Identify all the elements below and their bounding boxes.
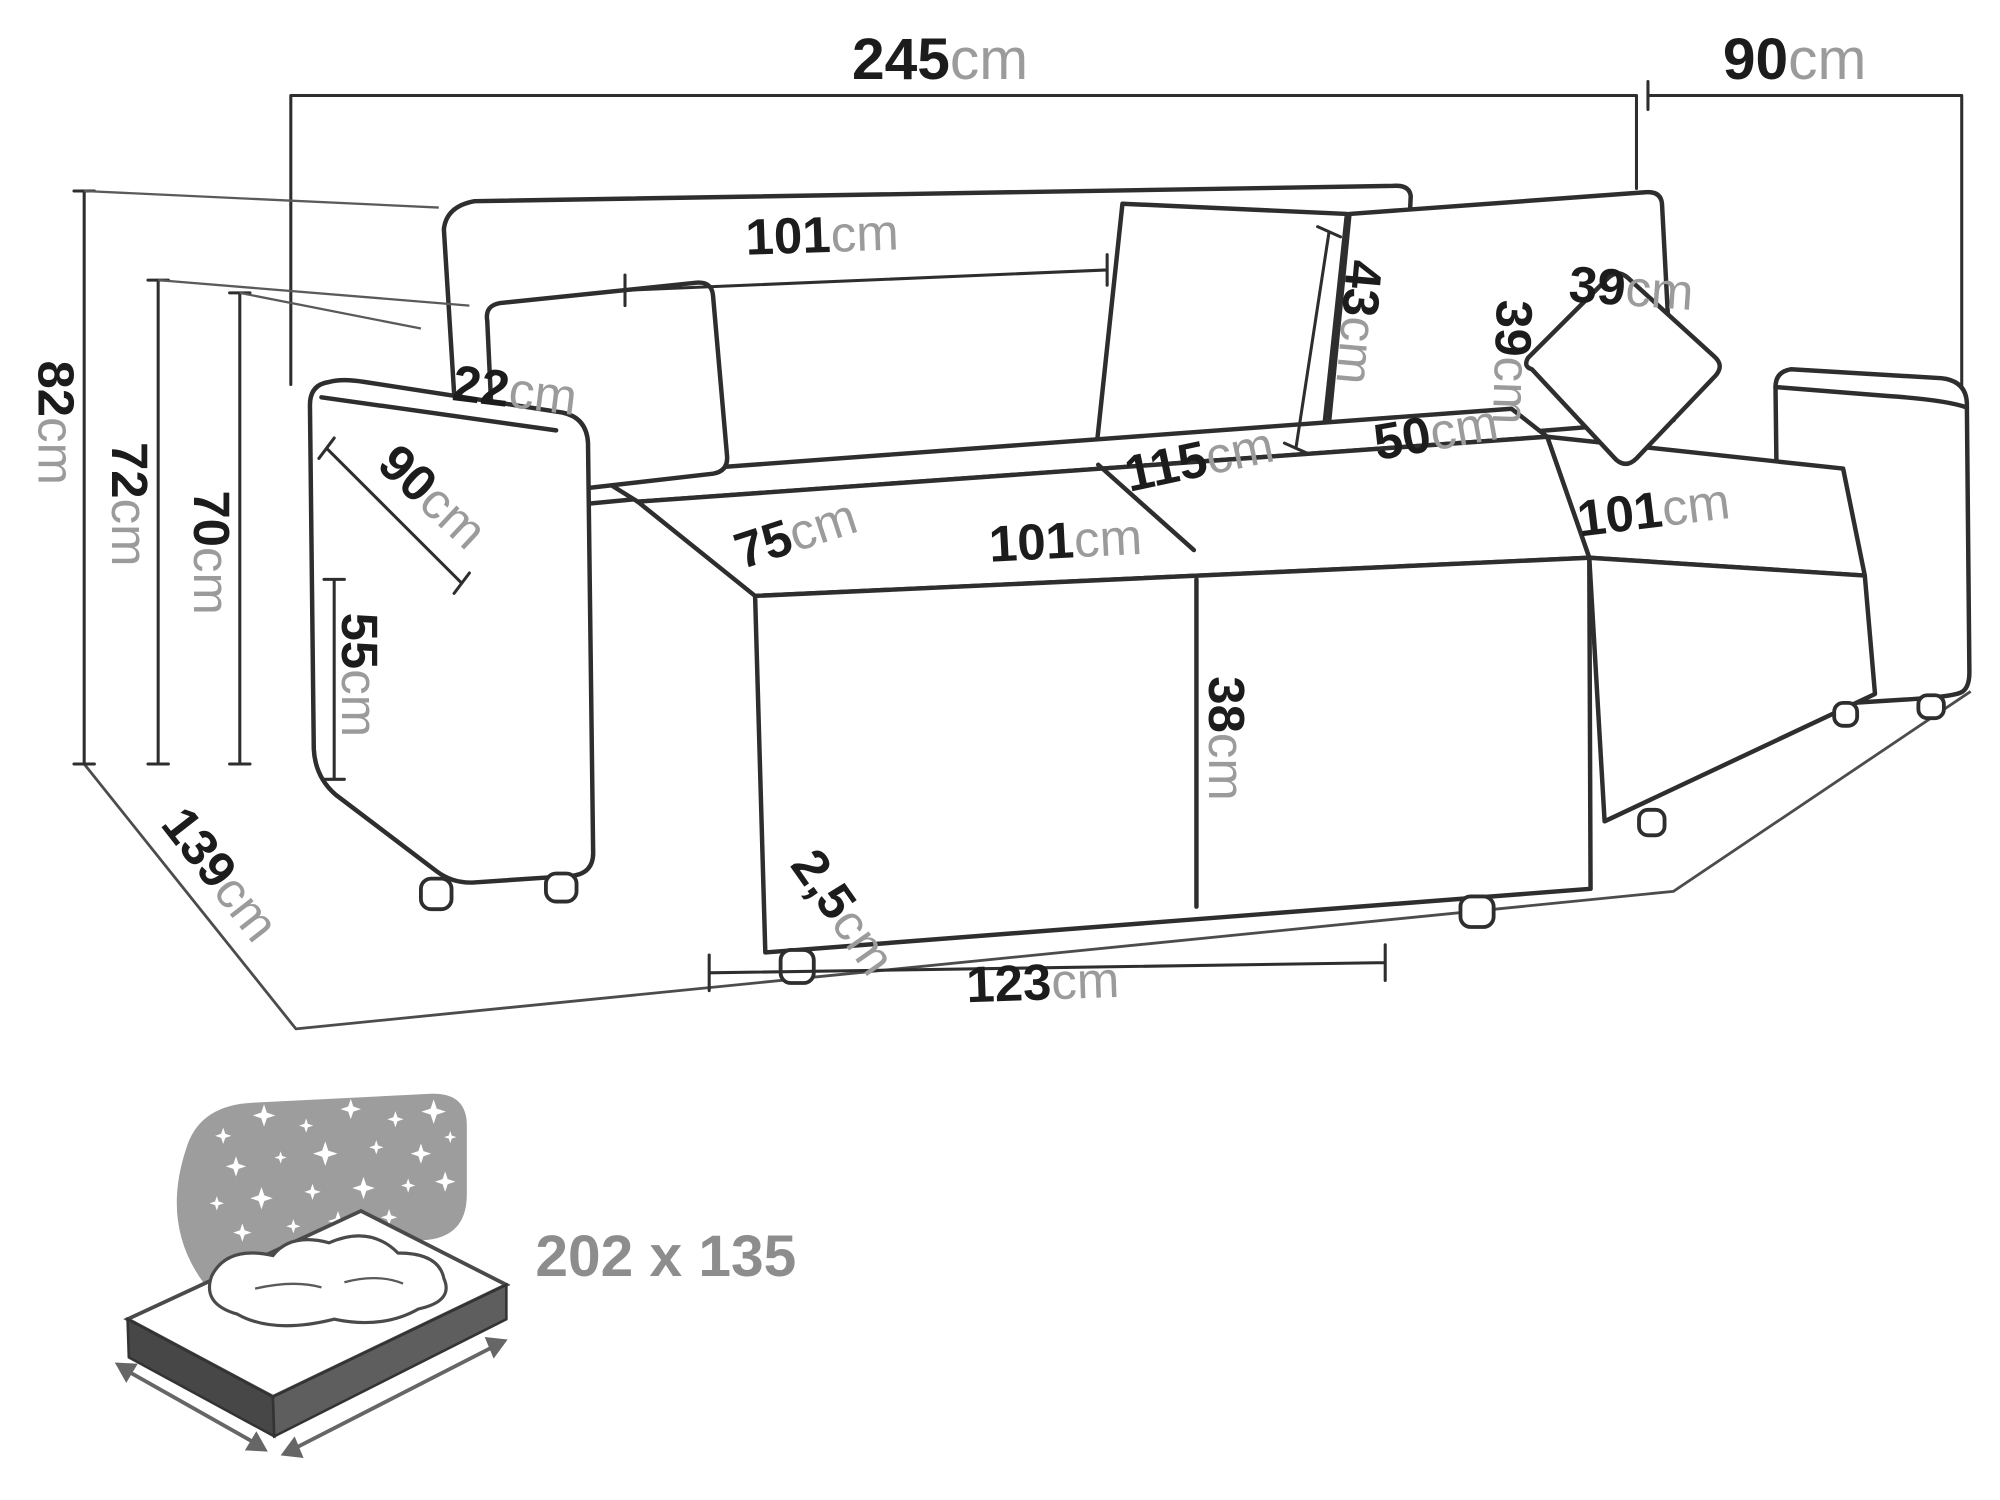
chaise-front-panel	[1587, 555, 1878, 824]
dim-armrest-front-height-label: 55cm	[331, 613, 388, 738]
sleeping-area-label: 202 x 135	[535, 1224, 796, 1289]
right-armrest-leg	[1916, 693, 1946, 721]
projection-line-82	[84, 189, 439, 209]
dim-top-depth-label: 90cm	[1723, 27, 1866, 92]
bed-leg-right	[1458, 894, 1496, 929]
back-cushion	[1094, 201, 1350, 456]
left-armrest-leg-front	[419, 876, 454, 912]
dim-height-total-label: 82cm	[27, 360, 84, 485]
dim-height-backrest-label: 72cm	[101, 442, 158, 567]
sleep-function-icon: 202 x 135	[114, 1093, 796, 1458]
dimension-labels: 245cm 90cm 82cm 72cm 70cm 101cm 43cm 39c…	[27, 27, 1866, 1013]
right-armrest-top-edge	[1773, 384, 1970, 410]
dimension-line-total-width	[289, 93, 1639, 387]
dim-bed-front-width-label: 123cm	[965, 951, 1120, 1013]
dim-pillow-width-label: 39cm	[1567, 255, 1695, 321]
dim-seat-front-width-label: 101cm	[987, 508, 1143, 573]
dimension-line-top-depth	[1646, 79, 1964, 390]
bed-leg-left	[778, 948, 816, 985]
sofa-drawing	[307, 183, 1972, 985]
dim-seat-front-height-label: 38cm	[1198, 676, 1255, 801]
dim-armrest-top-width-label: 22cm	[449, 354, 580, 426]
dim-chaise-length-label: 101cm	[1574, 472, 1733, 547]
right-pillow	[1523, 271, 1722, 467]
length-arrow-icon	[280, 1337, 508, 1458]
dimension-line-backrest-width	[623, 253, 1109, 308]
dim-seat-diagonal-label: 115cm	[1120, 416, 1279, 503]
dim-back-cushion-height-label: 43cm	[1325, 258, 1393, 387]
chaise-leg-right	[1832, 700, 1860, 728]
left-armrest-top-edge	[319, 395, 559, 433]
chaise-leg-left	[1637, 807, 1667, 838]
duvet-fold-lines	[254, 1276, 404, 1290]
dim-chaise-seat-depth-label: 50cm	[1369, 393, 1502, 471]
bed-cushion-seam	[1095, 462, 1197, 553]
dimension-line-armrest-depth	[317, 436, 471, 595]
floor-outline	[83, 690, 1972, 1031]
dim-pillow-height-label: 39cm	[1482, 299, 1543, 425]
dim-total-width-label: 245cm	[852, 27, 1028, 92]
projection-line-70	[239, 291, 422, 330]
dim-backrest-width-label: 101cm	[745, 204, 900, 266]
bed-front-panel	[752, 555, 1593, 955]
left-armrest	[307, 377, 596, 885]
dimension-line-back-cushion	[1282, 225, 1343, 455]
dim-height-armrest-label: 70cm	[183, 490, 240, 615]
dimension-line-armrest-height	[322, 577, 346, 781]
duvet-pillow	[207, 1234, 448, 1328]
width-arrow-icon	[114, 1362, 268, 1452]
projection-line-72	[158, 278, 470, 307]
dimension-lines	[72, 79, 1964, 993]
dimension-line-bed-front-width	[707, 943, 1387, 993]
mattress-side-right	[271, 1282, 508, 1439]
left-armrest-leg-back	[544, 871, 579, 904]
